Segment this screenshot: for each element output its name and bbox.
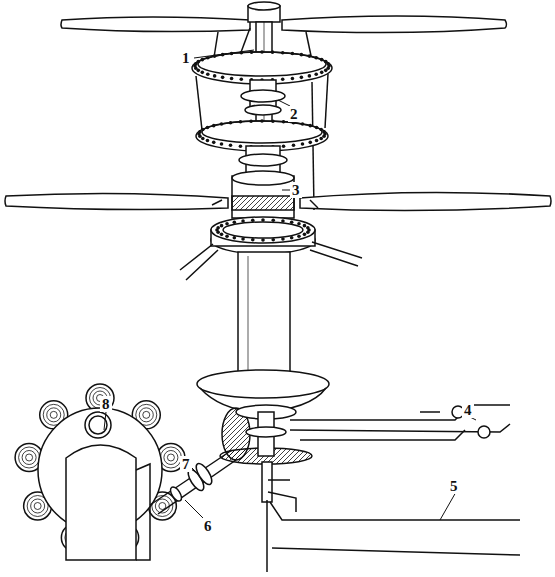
callout-number: 8: [100, 396, 112, 412]
callout-number: 5: [448, 478, 460, 494]
callout-number: 2: [288, 106, 300, 122]
callout-number: 7: [180, 456, 192, 472]
callout-number: 4: [462, 402, 474, 418]
callout-number: 3: [290, 182, 302, 198]
callout-number: 6: [202, 518, 214, 534]
callout-number: 1: [180, 50, 192, 66]
